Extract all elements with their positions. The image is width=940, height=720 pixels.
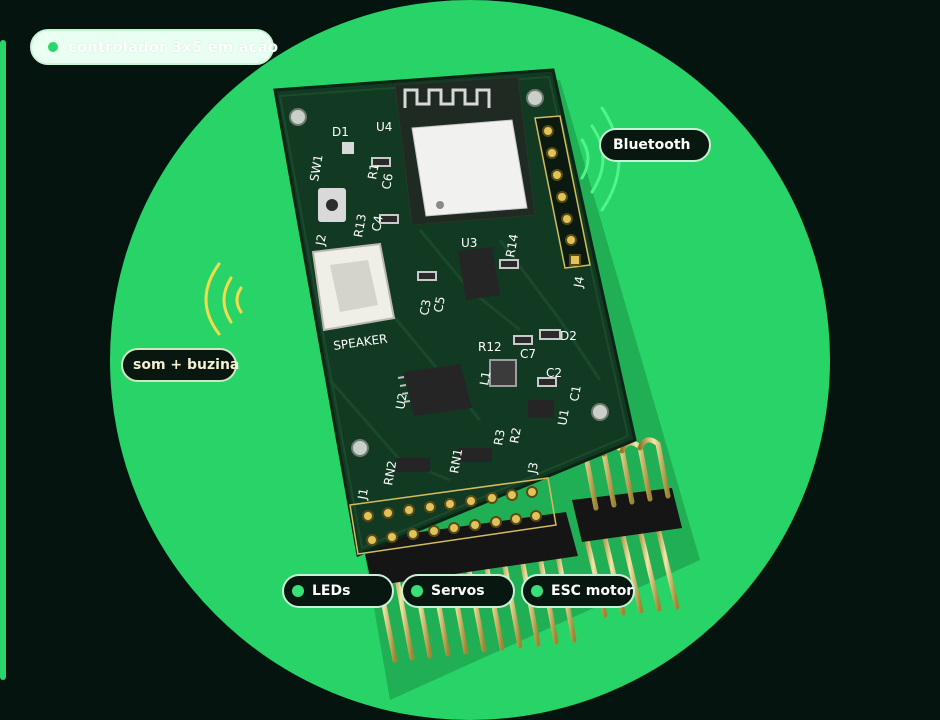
silk-c6: C6	[379, 172, 396, 190]
silk-sw1: SW1	[307, 153, 325, 182]
silk-c3: C3	[417, 298, 434, 316]
silk-c1: C1	[567, 384, 584, 402]
status-dot-icon	[48, 42, 58, 52]
silk-u4: U4	[376, 120, 392, 134]
sound-label: som + buzina	[121, 348, 240, 382]
silk-r13: R13	[351, 213, 369, 239]
sound-waves-icon	[204, 262, 243, 336]
silk-j1: J1	[355, 487, 371, 501]
pcb	[273, 68, 637, 558]
silk-u1: U1	[555, 408, 572, 427]
silk-c4: C4	[369, 214, 386, 232]
u1-chip	[528, 400, 554, 418]
servos-label: Servos	[401, 574, 515, 608]
sound-label-text: som + buzina	[133, 357, 240, 373]
silk-c5: C5	[431, 295, 448, 313]
silk-j3: J3	[525, 461, 541, 475]
u3-chip	[458, 247, 500, 300]
silk-u2: U2	[393, 392, 410, 411]
silk-c2: C2	[546, 366, 562, 380]
silk-rn2: RN2	[381, 460, 399, 487]
silk-rn1: RN1	[447, 448, 465, 475]
servos-label-text: Servos	[431, 583, 485, 599]
l1-inductor	[489, 359, 517, 387]
silk-d2: D2	[560, 329, 577, 343]
left-rail	[0, 40, 6, 680]
bluetooth-label: Bluetooth	[599, 128, 711, 162]
status-text: controlador 3x5 em ação	[68, 38, 278, 56]
wifi-module	[394, 76, 536, 226]
silk-r1: R1	[365, 162, 382, 180]
esc-motor-label: ESC motor	[521, 574, 635, 608]
silk-j2: J2	[313, 233, 329, 247]
silk-d1: D1	[332, 125, 349, 139]
esc-motor-label-text: ESC motor	[551, 583, 634, 599]
esc-dot-icon	[531, 585, 543, 597]
silk-r12: R12	[478, 340, 502, 354]
u2-chip	[403, 364, 472, 416]
silk-l1: L1	[477, 370, 493, 387]
leds-label-text: LEDs	[312, 583, 351, 599]
silk-u3: U3	[461, 236, 477, 250]
leds-dot-icon	[292, 585, 304, 597]
silk-r3: R3	[491, 428, 508, 446]
silk-r14: R14	[503, 233, 521, 259]
servos-dot-icon	[411, 585, 423, 597]
silk-c7: C7	[520, 347, 536, 361]
speaker-connector	[311, 242, 396, 332]
silk-r2: R2	[507, 426, 524, 444]
silk-j4: J4	[571, 275, 587, 289]
leds-label: LEDs	[282, 574, 394, 608]
j4-header	[534, 115, 591, 269]
bluetooth-label-text: Bluetooth	[613, 137, 691, 153]
status-pill: controlador 3x5 em ação	[30, 29, 278, 65]
